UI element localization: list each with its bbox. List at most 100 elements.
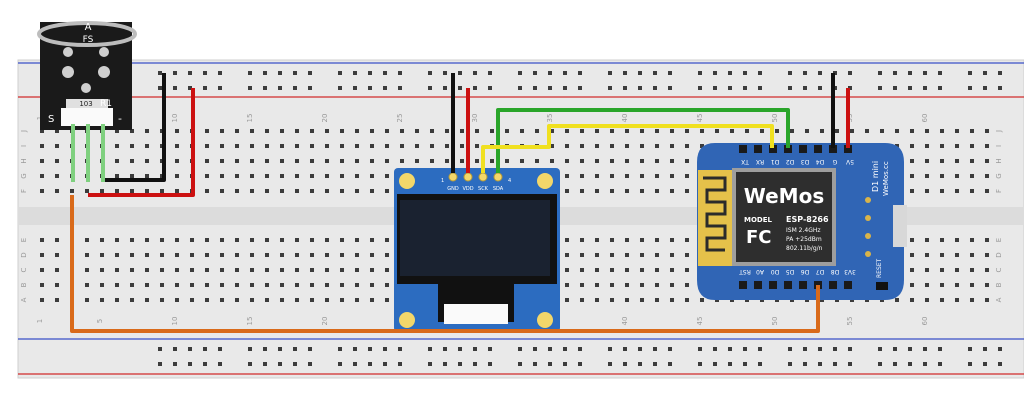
rail-hole [248,71,252,75]
rail-hole [878,71,882,75]
rail-hole [728,362,732,366]
breadboard-hole [310,189,314,193]
pcb-pad [865,197,871,203]
breadboard-hole [115,253,119,257]
breadboard-hole [325,298,329,302]
rail-hole [788,347,792,351]
wemos-pin-label-top: TX [741,158,750,165]
rail-hole [713,347,717,351]
rail-hole [908,71,912,75]
esp-shield-inner [736,172,832,262]
rail-hole [713,71,717,75]
rail-hole [458,71,462,75]
rail-hole [908,362,912,366]
breadboard-hole [910,253,914,257]
rail-hole [893,86,897,90]
breadboard-hole [640,159,644,163]
breadboard-hole [220,253,224,257]
oled-pin-index-4: 4 [508,178,511,184]
rail-hole [533,86,537,90]
breadboard-hole [355,144,359,148]
wemos-pin-label-bottom: D8 [831,268,840,275]
column-number: 35 [546,114,554,123]
breadboard-hole [685,283,689,287]
breadboard-hole [985,253,989,257]
wemos-pin-bottom [739,281,747,289]
sensor-header [61,108,113,126]
breadboard-hole [220,298,224,302]
rail-hole [698,362,702,366]
breadboard-hole [40,129,44,133]
breadboard-hole [595,144,599,148]
jumper-wires [70,73,850,333]
breadboard-hole [205,174,209,178]
rail-hole [218,86,222,90]
rail-hole [803,86,807,90]
sensor-label-r1: R1 [100,99,112,109]
breadboard-hole [565,129,569,133]
breadboard-hole [130,129,134,133]
wemos-pin-top [769,145,777,153]
breadboard-hole [220,189,224,193]
breadboard-hole [565,298,569,302]
breadboard-hole [520,159,524,163]
breadboard-hole [325,268,329,272]
rail-hole [803,71,807,75]
breadboard-hole [265,189,269,193]
rail-hole [173,71,177,75]
breadboard-hole [970,174,974,178]
breadboard-hole [250,159,254,163]
breadboard-hole [265,129,269,133]
breadboard-hole [205,298,209,302]
breadboard-hole [655,283,659,287]
sensor-pin-s: S [48,114,54,125]
breadboard-hole [625,159,629,163]
usb-port [893,205,907,247]
breadboard-hole [565,159,569,163]
breadboard-hole [595,238,599,242]
breadboard-hole [280,174,284,178]
breadboard-hole [625,238,629,242]
breadboard-hole [790,129,794,133]
rail-hole [968,347,972,351]
rail-hole [218,347,222,351]
breadboard-hole [250,238,254,242]
wemos-pin-bottom [829,281,837,289]
rail-hole [728,71,732,75]
breadboard-hole [940,298,944,302]
rail-hole [578,71,582,75]
rail-hole [308,71,312,75]
rail-hole [338,71,342,75]
wemos-pin-label-top: D2 [786,158,795,165]
breadboard-hole [505,129,509,133]
breadboard-hole [460,144,464,148]
rail-hole [428,86,432,90]
breadboard-hole [205,144,209,148]
rail-hole [353,71,357,75]
rail-hole [398,71,402,75]
breadboard-hole [610,268,614,272]
rail-hole [893,362,897,366]
wemos-pin-top [784,145,792,153]
breadboard-hole [250,174,254,178]
breadboard-hole [340,189,344,193]
rail-hole [428,347,432,351]
breadboard-hole [55,253,59,257]
spec-line-3: 802.11b/g/n [786,245,823,252]
wemos-pin-label-top: 5V [845,158,854,165]
spec-line-2: PA +25dBm [786,236,822,243]
breadboard-hole [40,253,44,257]
rail-hole [278,347,282,351]
rail-hole [638,71,642,75]
breadboard-hole [460,129,464,133]
breadboard-hole [310,174,314,178]
breadboard-hole [925,129,929,133]
breadboard-hole [55,238,59,242]
breadboard-hole [85,189,89,193]
breadboard-hole [925,238,929,242]
row-letter: E [20,238,28,242]
breadboard-hole [280,159,284,163]
breadboard-hole [895,129,899,133]
column-number: 50 [771,114,779,123]
